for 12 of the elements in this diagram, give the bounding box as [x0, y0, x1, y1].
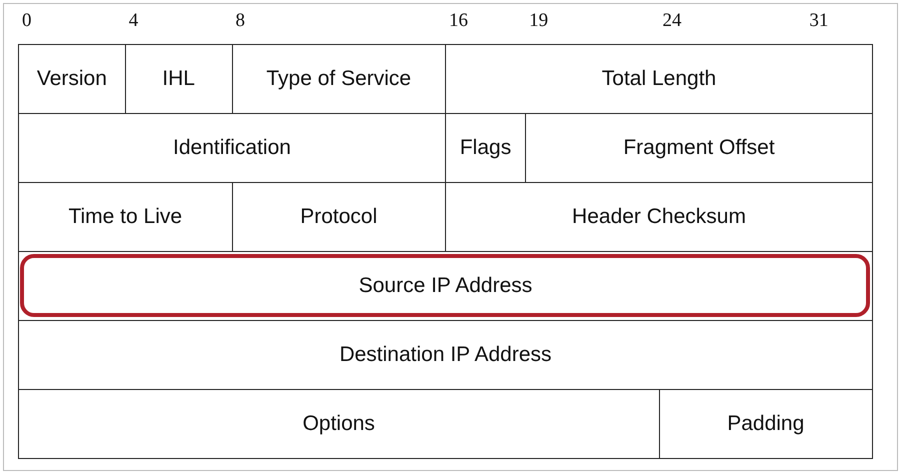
bit-number: 16 — [449, 10, 468, 32]
header-field: Version — [18, 44, 126, 114]
header-field: Total Length — [445, 44, 873, 114]
bit-number: 0 — [22, 10, 32, 32]
header-field: Options — [18, 389, 660, 459]
bit-number: 24 — [662, 10, 682, 32]
bit-number: 8 — [236, 10, 245, 32]
bit-number: 31 — [809, 10, 828, 32]
header-field: Padding — [658, 389, 873, 459]
header-field: Destination IP Address — [18, 320, 873, 390]
bit-number: 19 — [529, 10, 548, 32]
bit-number: 4 — [128, 10, 138, 32]
